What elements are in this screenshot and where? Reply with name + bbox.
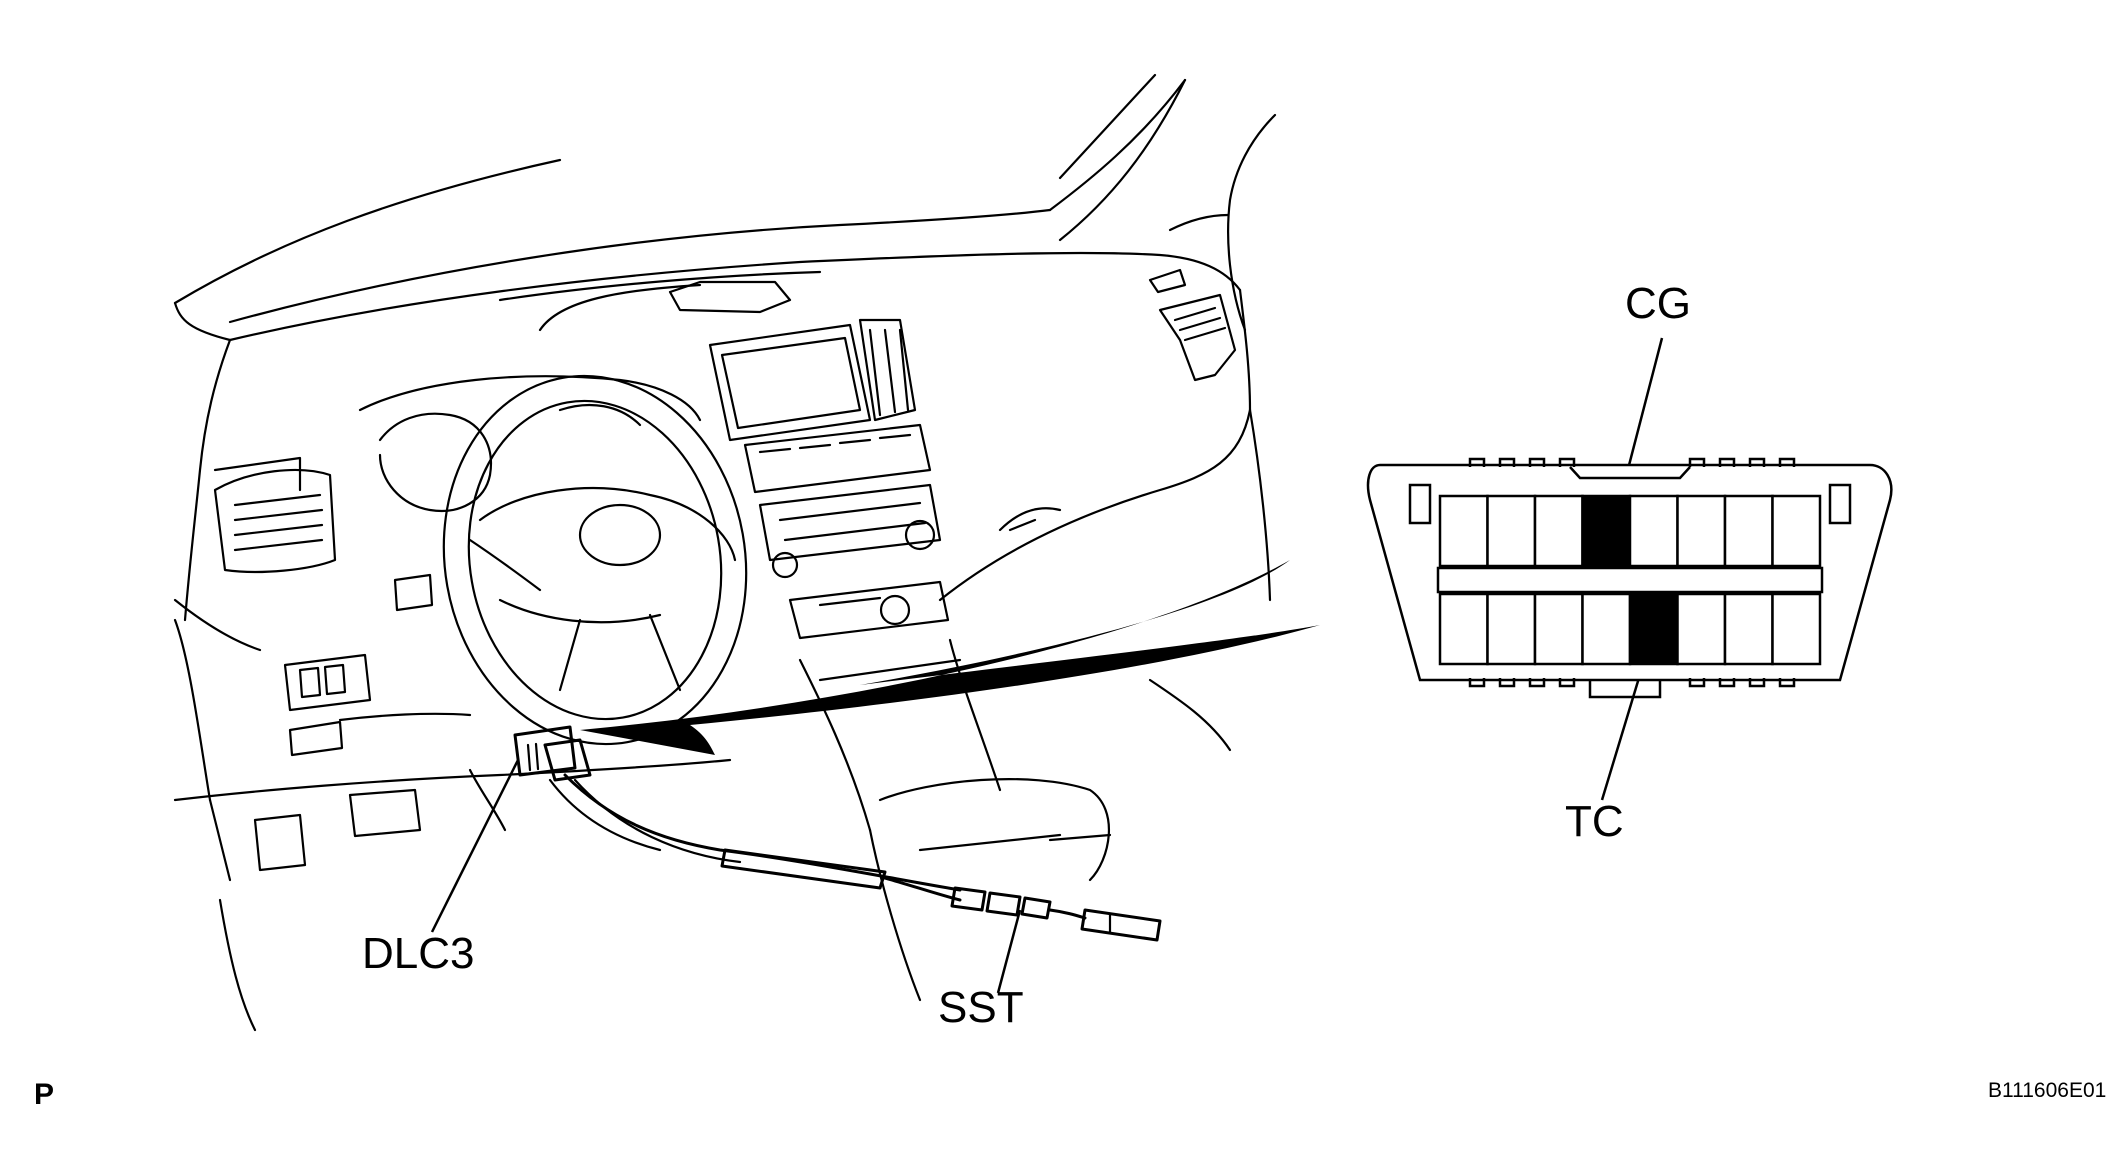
- connector-pin: [1771, 592, 1822, 666]
- location-arrow: [580, 560, 1320, 755]
- connector-pin: [1723, 494, 1774, 568]
- connector-pin: [1486, 494, 1537, 568]
- connector-pin: [1438, 592, 1489, 666]
- connector-pin: [1723, 592, 1774, 666]
- connector-pin: [1533, 494, 1584, 568]
- connector-pin-grid: [1438, 494, 1822, 666]
- connector-pin: [1581, 592, 1632, 666]
- page-marker: P: [34, 1078, 55, 1111]
- tc-pin-label: TC: [1565, 797, 1624, 846]
- connector-pin: [1438, 494, 1489, 568]
- connector-pin: [1676, 494, 1727, 568]
- dlc3-label: DLC3: [362, 929, 475, 978]
- connector-pin: [1771, 494, 1822, 568]
- connector-pin: [1486, 592, 1537, 666]
- cg-pin-label: CG: [1625, 279, 1691, 328]
- highlighted-pin: [1581, 494, 1632, 568]
- sst-label: SST: [938, 983, 1024, 1032]
- connector-pin: [1676, 592, 1727, 666]
- dashboard-illustration: [173, 73, 1277, 1032]
- highlighted-pin: [1628, 592, 1679, 666]
- figure-code: B111606E01: [1988, 1079, 2107, 1102]
- connector-pin: [1628, 494, 1679, 568]
- connector-pin: [1533, 592, 1584, 666]
